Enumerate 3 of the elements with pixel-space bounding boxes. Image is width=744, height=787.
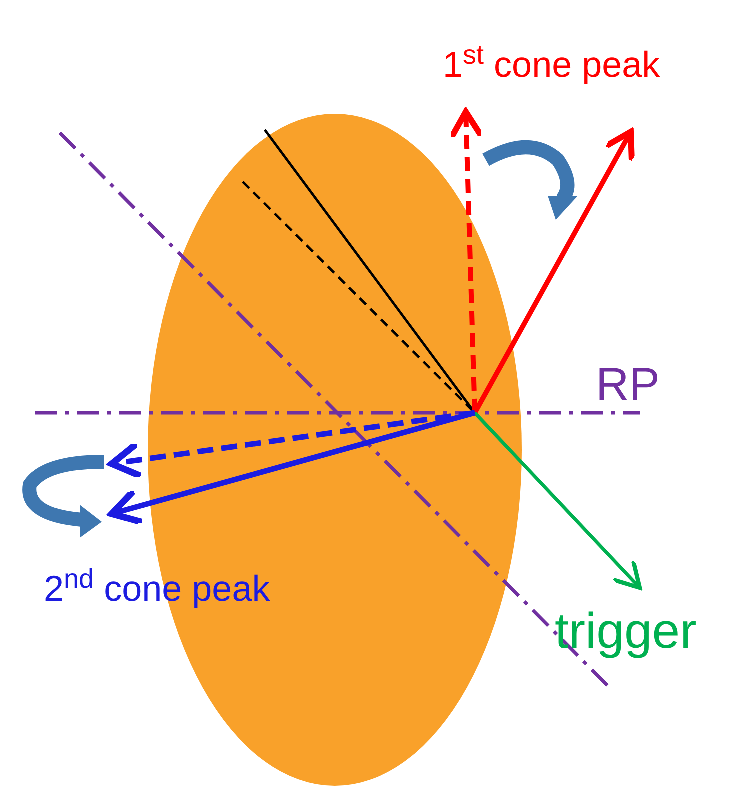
reaction-plane-label: RP <box>596 357 660 412</box>
cone-peak-label: 1$^{st}$ cone peak <box>443 42 660 87</box>
trigger-label: trigger <box>555 602 697 661</box>
